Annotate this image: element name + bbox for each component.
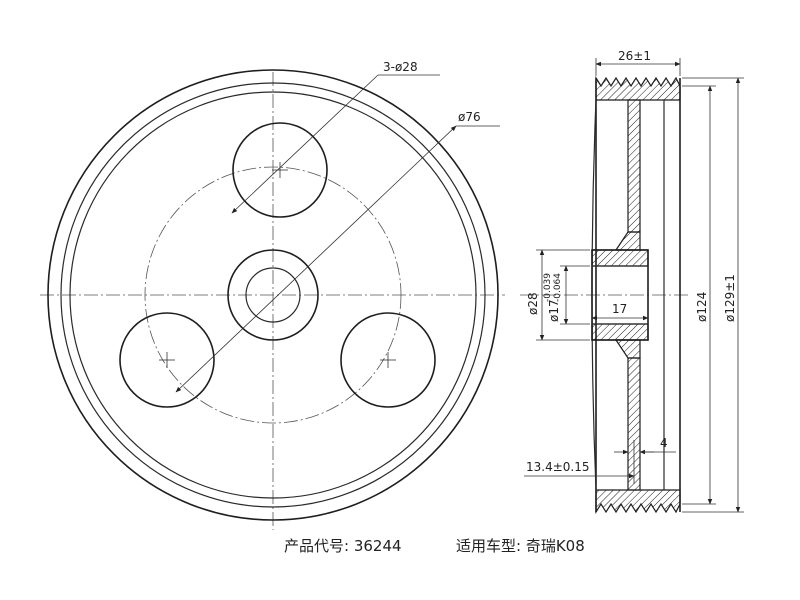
lower-rim-section: [595, 489, 681, 515]
hub-od-label: ø28: [526, 292, 540, 315]
side-view: 26±1 ø28 ø17 -0.039 -0.064 17 ø124 ø129±…: [520, 49, 744, 515]
width-dim-label: 26±1: [618, 49, 651, 63]
outer-rim-circle: [47, 69, 499, 521]
od124-label: ø124: [695, 292, 709, 322]
web-dim-label: 4: [660, 436, 668, 450]
vehicle-label: 适用车型:: [456, 537, 522, 555]
lower-web-fillet: [614, 339, 641, 359]
pcd-diameter-line: [175, 125, 457, 393]
upper-web-section: [627, 99, 641, 233]
front-view: 3-ø28 ø76: [40, 60, 505, 530]
product-code-label: 产品代号:: [284, 537, 350, 555]
pcd-label: ø76: [458, 110, 481, 124]
holes-leader-line: [231, 74, 379, 214]
offset-dim-label: 13.4±0.15: [526, 460, 590, 474]
rim-inner-circle-1: [60, 82, 486, 508]
hole-center-marks: [159, 162, 396, 368]
bore-tol-lower: -0.064: [553, 273, 563, 302]
bore-label: ø17: [547, 299, 561, 322]
hub-length-label: 17: [612, 302, 627, 316]
hub-lower-wall: [591, 323, 649, 341]
rim-inner-circle-2: [69, 91, 477, 499]
upper-rim-section: [595, 75, 681, 101]
vehicle-value: 奇瑞K08: [525, 537, 585, 555]
product-code-value: 36244: [353, 537, 402, 555]
hub-upper-wall: [591, 249, 649, 267]
holes-label: 3-ø28: [383, 60, 418, 74]
vehicle-caption: 适用车型: 奇瑞K08: [456, 535, 585, 556]
od129-label: ø129±1: [723, 274, 737, 322]
product-code-caption: 产品代号: 36244: [284, 535, 402, 556]
bore-tol-upper: -0.039: [543, 273, 553, 302]
upper-web-fillet: [614, 231, 641, 251]
